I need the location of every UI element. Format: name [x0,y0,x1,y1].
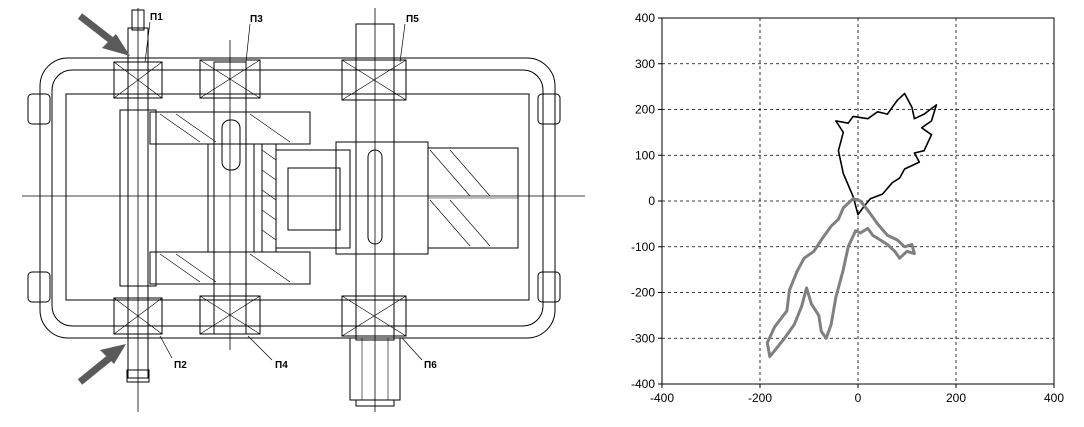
y-tick-label-4: 0 [648,194,655,208]
plot-grid [662,18,1054,384]
housing-outline [39,57,556,339]
y-tick-label-5: -100 [631,240,655,254]
plot-series [765,92,938,359]
x-tick-label-1: -200 [748,391,772,405]
leader-p6 [401,337,423,361]
label-p1: П1 [150,12,163,23]
gear-intermediate-hub [207,143,255,253]
shaft1-pinion [119,109,157,287]
label-p3: П3 [250,14,263,25]
series-line-2 [765,197,916,359]
shaft3-output-end [355,399,395,407]
shaft3-keyway [367,149,383,245]
bearing-p2 [113,297,163,335]
bearing-p4 [199,295,261,335]
bearing-p1 [113,61,163,99]
y-tick-label-3: 100 [635,148,655,162]
y-tick-label-6: -200 [631,286,655,300]
bearing-p5 [341,59,407,101]
x-tick-label-3: 200 [946,391,966,405]
shaft1-bottom-stub [126,369,150,383]
label-p2: П2 [174,360,187,371]
housing-lug-left-bottom [27,271,51,303]
shaft3 [355,23,395,341]
y-tick-label-2: 200 [635,103,655,117]
bearing-p3-cross-b [199,59,261,99]
leader-p4 [247,335,273,361]
y-tick-label-1: 300 [635,57,655,71]
shaft1-top-stub [131,9,145,31]
load-arrow-bottom [77,344,126,385]
leader-p2 [159,335,173,359]
load-plot: -400 -200 0 200 400 400 300 200 100 0 -100 -200 -300… [631,11,1064,405]
bearing-p5-cross-b [341,59,407,101]
housing-lug-left-top [27,93,51,125]
bearing-p1-cross-b [113,61,163,99]
label-p6: П6 [424,360,437,371]
gear-hatching-bottom [159,253,291,283]
gear-hatching-top [159,113,291,143]
gear-output-web-inner [287,167,341,231]
gear-output-rim-left [261,143,277,253]
gear-intermediate-hub-inner [221,119,241,171]
bearing-p2-cross-b [113,297,163,335]
bearing-p6 [341,295,407,337]
label-p4: П4 [275,360,288,371]
shaft1 [127,27,149,379]
gearbox-drawing: П1 П2 П3 П4 П5 П6 [22,8,585,412]
leader-p3 [245,23,251,63]
leader-p5 [399,23,406,63]
leader-p1 [144,21,151,63]
plot-ticks: -400 -200 0 200 400 400 300 200 100 0 -100 -200 -300… [631,11,1064,405]
load-arrow-top [77,13,130,56]
y-tick-label-0: 400 [635,11,655,25]
gear-output-hatch-left [261,149,277,241]
bearing-p6-cross-b [341,295,407,337]
x-tick-label-4: 400 [1044,391,1064,405]
x-tick-label-2: 0 [855,391,862,405]
housing-inner-outline [51,69,544,327]
gear-output-web [275,149,351,249]
housing-core [65,93,530,301]
bearing-p4-cross-b [199,295,261,335]
bearing-p3 [199,59,261,99]
series-line-1 [835,92,938,216]
housing-lug-right-bottom [537,271,561,303]
y-tick-label-8: -400 [631,377,655,391]
label-p5: П5 [406,14,419,25]
housing-lug-right-top [537,93,561,125]
x-tick-label-0: -400 [650,391,674,405]
y-tick-label-7: -300 [631,331,655,345]
gear-output-hatch-right [429,149,491,247]
